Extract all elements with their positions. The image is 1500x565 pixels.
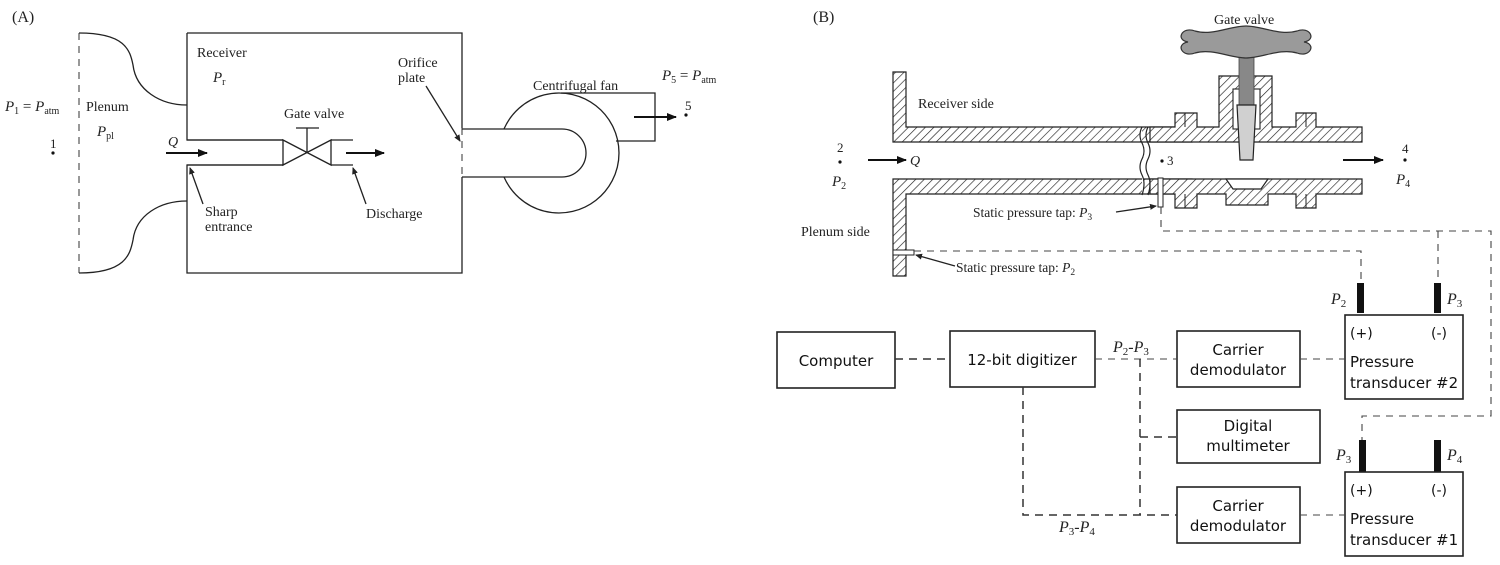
panel-a-label: (A) <box>12 9 34 26</box>
valve-gate <box>1236 104 1257 161</box>
point-4-dot <box>1403 158 1407 162</box>
point-2-dot <box>838 160 842 164</box>
discharge-leader <box>352 167 367 205</box>
svg-text:(+): (+) <box>1350 483 1373 499</box>
plenum-side-label: Plenum side <box>801 225 870 240</box>
p3p4-signal-line <box>1022 387 1177 516</box>
p2-p3-signal-label: P2-P3 <box>1112 339 1149 358</box>
computer-block[interactable]: Computer <box>776 331 896 389</box>
plenum-label: Plenum <box>86 100 129 115</box>
svg-text:(-): (-) <box>1431 483 1447 499</box>
point-3-label: 3 <box>1167 153 1174 168</box>
centrifugal-fan <box>462 92 656 214</box>
tap-p3 <box>1157 177 1164 208</box>
t2-port-right-label: P3 <box>1446 291 1463 310</box>
tap-p2 <box>892 249 915 256</box>
t2-port-left-label: P2 <box>1330 291 1346 310</box>
point-4-label: 4 <box>1402 141 1409 156</box>
panel-b: (B) Receiver side Plenum side Gate valve… <box>776 9 1492 557</box>
p5-label: P5 = Patm <box>661 68 717 86</box>
point-3-dot <box>1160 159 1164 163</box>
svg-text:Carrier: Carrier <box>1212 497 1264 515</box>
pressure-transducer-1-block[interactable]: (+) (-) Pressure transducer #1 <box>1344 471 1464 557</box>
panel-a: (A) P1 = Patm 1 Plenum Ppl Receiver Pr Q… <box>4 9 717 274</box>
q-label-b: Q <box>910 154 920 169</box>
svg-text:Digital: Digital <box>1224 417 1273 435</box>
gate-valve-symbol <box>282 127 353 167</box>
gate-valve-b-label: Gate valve <box>1214 13 1274 28</box>
sharp-entrance-label-1: Sharp <box>205 205 238 220</box>
gate-valve-body <box>1149 75 1363 209</box>
carrier-demodulator-bottom-block[interactable]: Carrier demodulator <box>1176 486 1301 544</box>
receiver-side-label: Receiver side <box>918 97 994 112</box>
valve-stem <box>1238 54 1255 106</box>
p2-line <box>914 250 1362 283</box>
p4-label: P4 <box>1395 172 1410 190</box>
orifice-leader <box>425 85 461 142</box>
p-pl-label: Ppl <box>96 124 114 142</box>
pressure-transducer-2-block[interactable]: (+) (-) Pressure transducer #2 <box>1344 314 1464 400</box>
svg-text:12-bit digitizer: 12-bit digitizer <box>967 351 1077 369</box>
svg-text:Computer: Computer <box>799 352 874 370</box>
point-5-dot <box>684 113 688 117</box>
pipe-break <box>1139 126 1145 196</box>
t1-port-minus <box>1434 440 1441 472</box>
gate-valve-label: Gate valve <box>284 107 344 122</box>
svg-text:transducer #2: transducer #2 <box>1350 374 1458 392</box>
digital-multimeter-block[interactable]: Digital multimeter <box>1176 409 1321 464</box>
p2-label: P2 <box>831 174 846 192</box>
t2-port-plus <box>1357 283 1364 313</box>
p3-p4-signal-label: P3-P4 <box>1058 519 1095 538</box>
t1-port-plus <box>1359 440 1366 472</box>
carrier-demodulator-top-block[interactable]: Carrier demodulator <box>1176 330 1301 388</box>
svg-text:demodulator: demodulator <box>1190 361 1287 379</box>
tap-p2-leader <box>915 253 956 267</box>
svg-text:transducer #1: transducer #1 <box>1350 531 1458 549</box>
sharp-entrance-leader <box>189 167 204 205</box>
point-5-label: 5 <box>685 98 692 113</box>
svg-text:(+): (+) <box>1350 326 1373 342</box>
p-r-label: Pr <box>212 70 226 88</box>
tap-p2-label: Static pressure tap: P2 <box>956 260 1075 278</box>
valve-handwheel-icon[interactable] <box>1180 25 1312 59</box>
svg-text:demodulator: demodulator <box>1190 517 1287 535</box>
orifice-label-1: Orifice <box>398 56 438 71</box>
digitizer-block[interactable]: 12-bit digitizer <box>949 330 1096 388</box>
t2-port-minus <box>1434 283 1441 313</box>
svg-text:multimeter: multimeter <box>1206 437 1290 455</box>
svg-text:(-): (-) <box>1431 326 1447 342</box>
point-1-dot <box>51 151 55 155</box>
discharge-label: Discharge <box>366 207 423 222</box>
t1-port-right-label: P4 <box>1446 447 1463 466</box>
p3-line <box>1160 207 1492 440</box>
fan-label: Centrifugal fan <box>533 79 618 94</box>
svg-text:Carrier: Carrier <box>1212 341 1264 359</box>
svg-text:Pressure: Pressure <box>1350 353 1414 371</box>
orifice-label-2: plate <box>398 71 425 86</box>
svg-text:Pressure: Pressure <box>1350 510 1414 528</box>
plenum-lower-curve <box>78 200 188 274</box>
p1-label: P1 = Patm <box>4 99 60 117</box>
sharp-entrance-label-2: entrance <box>205 220 252 235</box>
point-2-label: 2 <box>837 140 844 155</box>
plenum-upper-curve <box>78 32 188 106</box>
tap-p3-label: Static pressure tap: P3 <box>973 205 1092 223</box>
panel-b-label: (B) <box>813 9 834 26</box>
tap-p3-leader <box>1115 203 1157 213</box>
q-label: Q <box>168 135 178 150</box>
receiver-label: Receiver <box>197 46 247 61</box>
t1-port-left-label: P3 <box>1335 447 1352 466</box>
point-1-label: 1 <box>50 136 57 151</box>
